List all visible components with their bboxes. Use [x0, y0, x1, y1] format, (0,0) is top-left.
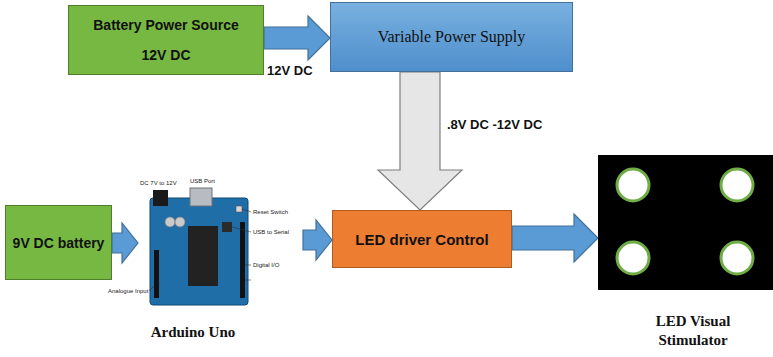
led-circle [617, 169, 649, 201]
stimulator-background [598, 155, 773, 290]
microcontroller-chip [188, 226, 218, 286]
driver-box: LED driver Control [332, 210, 512, 268]
leader-line [242, 209, 251, 212]
reset-button [236, 206, 242, 212]
usb-port [190, 188, 212, 206]
block-arrow [512, 214, 598, 262]
voltage-label: 12V DC [266, 63, 314, 78]
arduino-board [150, 198, 248, 305]
node-text: 12V DC [141, 46, 190, 64]
usb-serial-chip [222, 222, 232, 232]
led-circle [721, 242, 753, 274]
node-text: Arduino Uno [138, 323, 248, 342]
leader-line [245, 265, 251, 266]
dc-jack [153, 190, 168, 206]
power-supply-box: Variable Power Supply [330, 2, 573, 72]
part-label: Analogue Input [108, 288, 148, 295]
stimulator-drawing [598, 155, 773, 290]
part-label: USB to Serial [253, 229, 289, 236]
block-arrow [112, 223, 138, 263]
capacitor [165, 217, 175, 227]
node-text: Battery Power Source [93, 16, 239, 34]
node-text: LED driver Control [355, 230, 488, 249]
led-circle [617, 242, 649, 274]
part-label: Digital I/O [253, 262, 279, 269]
voltage-label: .8V DC -12V DC [446, 117, 543, 132]
led-circle [721, 169, 753, 201]
stimulator-panel: LED Visual Stimulator [598, 155, 773, 355]
leader-line [245, 280, 251, 281]
battery-box: 9V DC battery [5, 205, 112, 280]
node-text: Variable Power Supply [378, 27, 526, 47]
block-arrow [303, 220, 332, 260]
node-text: LED Visual Stimulator [638, 312, 748, 350]
node-text: 9V DC battery [13, 234, 105, 252]
part-label: DC 7V to 12V [140, 180, 177, 187]
part-label: Reset Switch [253, 209, 288, 216]
leader-line [232, 227, 251, 232]
block-arrow [264, 16, 330, 60]
digital-header [240, 222, 245, 298]
part-label: USB Port [190, 178, 215, 185]
analog-header [154, 250, 159, 298]
leader-line [149, 286, 154, 291]
block-arrow [378, 72, 462, 210]
power-source-box: Battery Power Source 12V DC [68, 5, 264, 75]
capacitor [175, 217, 185, 227]
